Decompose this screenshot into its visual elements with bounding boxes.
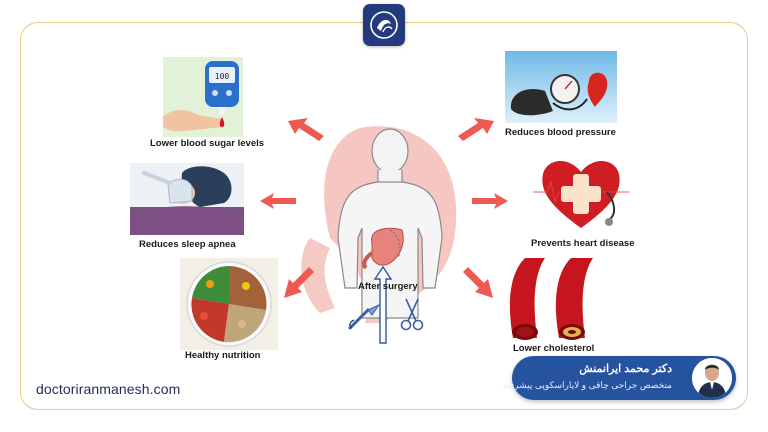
- caption-sugar: Lower blood sugar levels: [150, 138, 265, 149]
- caption-heart: Prevents heart disease: [531, 238, 635, 249]
- arrow-to-cholesterol: [463, 267, 493, 298]
- caption-pressure: Reduces blood pressure: [505, 127, 616, 138]
- heart-health-image: [533, 152, 629, 234]
- caption-cholesterol: Lower cholesterol: [513, 343, 595, 354]
- doctor-badge: دکتر محمد ایرانمنش متخصص جراحی چاقی و لا…: [502, 356, 736, 400]
- doctor-avatar: [692, 358, 732, 398]
- sleep-apnea-image: [130, 163, 244, 235]
- caption-nutrition: Healthy nutrition: [185, 350, 261, 361]
- arrow-to-heart: [472, 193, 508, 209]
- scissors-icon: [400, 298, 424, 331]
- healthy-plate-image: [180, 258, 278, 350]
- brand-logo: [363, 4, 405, 46]
- up-arrow-icon: [373, 265, 393, 344]
- arrow-to-sugar: [288, 118, 324, 141]
- after-surgery-figure: [301, 126, 457, 323]
- svg-text:100: 100: [215, 72, 230, 81]
- doctor-title: متخصص جراحی چاقی و لاپاراسکوپی پیشرفته: [502, 380, 672, 390]
- website-link[interactable]: doctoriranmanesh.com: [36, 381, 181, 397]
- scalpel-icon: [348, 303, 381, 330]
- arrow-to-apnea: [260, 193, 296, 209]
- caption-apnea: Reduces sleep apnea: [139, 239, 236, 250]
- arrow-to-pressure: [458, 118, 494, 141]
- arrow-to-nutrition: [284, 267, 314, 298]
- after-surgery-label: After surgery: [358, 281, 418, 292]
- doctor-name: دکتر محمد ایرانمنش: [579, 363, 672, 375]
- glucometer-image: 100: [163, 57, 243, 137]
- blood-pressure-image: [505, 51, 617, 123]
- arteries-image: [503, 254, 603, 342]
